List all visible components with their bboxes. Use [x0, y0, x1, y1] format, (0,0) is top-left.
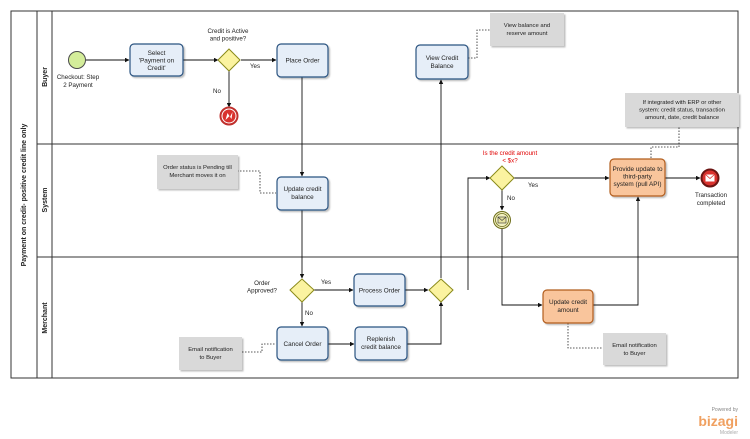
gateway-credit-amount-label: Is the credit amount< $x?	[483, 150, 538, 165]
flow-update-amount-to-provide	[593, 196, 641, 306]
brand-powered: Powered by	[712, 407, 739, 413]
label-yes-approved: Yes	[321, 279, 331, 286]
label-yes-credit: Yes	[250, 63, 260, 70]
brand-name: bizagi	[698, 413, 738, 429]
label-no-amount: No	[507, 195, 515, 202]
pool-label: Payment on credit- positive credit line …	[21, 124, 28, 267]
task-place-order-label: Place Order	[285, 58, 320, 65]
label-no-approved: No	[305, 310, 313, 317]
label-yes-amount: Yes	[528, 182, 538, 189]
lane-label-buyer: Buyer	[42, 67, 49, 87]
error-end-event[interactable]	[219, 106, 239, 126]
associations	[237, 29, 680, 353]
envelope-icon	[497, 216, 507, 224]
task-place-order[interactable]: Place Order	[276, 43, 329, 78]
task-process-order-label: Process Order	[359, 288, 401, 295]
bizagi-logo: Powered by bizagi Modeler	[698, 407, 738, 436]
lane-label-merchant: Merchant	[42, 302, 49, 334]
task-cancel-order-label: Cancel Order	[283, 341, 322, 348]
task-cancel-order[interactable]: Cancel Order	[276, 326, 329, 361]
brand-sub: Modeler	[720, 430, 738, 436]
flow-labels: Yes No Yes No Yes No	[213, 63, 538, 317]
lane-label-system: System	[42, 188, 49, 213]
intermediate-message-event[interactable]	[493, 211, 511, 229]
gateway-credit-amount[interactable]: Is the credit amount< $x?	[483, 150, 538, 191]
gateway-merge[interactable]	[428, 278, 454, 303]
task-process-order[interactable]: Process Order	[353, 273, 406, 307]
sequence-flows	[86, 57, 701, 347]
flow-replenish-to-merge	[407, 301, 444, 345]
error-icon	[225, 112, 233, 120]
label-no-credit: No	[213, 88, 221, 95]
start-event-circle[interactable]	[68, 51, 86, 69]
flow-intermediate-to-update-amount	[501, 229, 543, 308]
flow-to-amount-gateway	[467, 175, 491, 290]
